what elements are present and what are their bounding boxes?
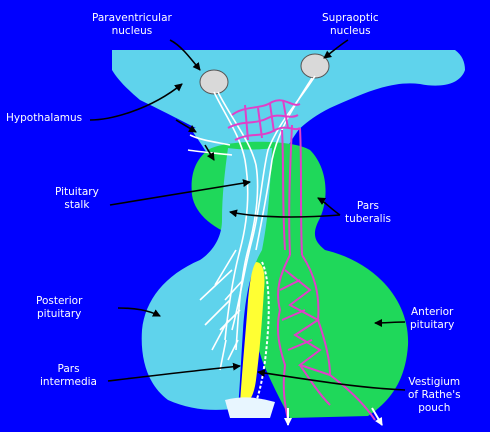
label-line: of Rathe's [408,389,461,402]
label-line: Paraventricular [92,12,172,25]
label-line: Supraoptic [322,12,379,25]
arrow-anterior [375,322,405,323]
label-line: Pars [40,363,97,376]
label-line: Pituitary [55,186,99,199]
label-pars-tuberalis: Pars tuberalis [345,200,391,226]
vestigium-region [225,397,275,418]
label-line: Pars [345,200,391,213]
label-paraventricular-nucleus: Paraventricular nucleus [92,12,172,38]
label-line: Hypothalamus [6,112,82,125]
label-line: pituitary [36,308,82,321]
label-pars-intermedia: Pars intermedia [40,363,97,389]
label-anterior-pituitary: Anterior pituitary [410,306,454,332]
label-posterior-pituitary: Posterior pituitary [36,295,82,321]
label-line: nucleus [92,25,172,38]
label-line: Anterior [410,306,454,319]
label-line: pituitary [410,319,454,332]
label-line: stalk [55,199,99,212]
label-line: tuberalis [345,213,391,226]
label-pituitary-stalk: Pituitary stalk [55,186,99,212]
label-vestigium-rathkes-pouch: Vestigium of Rathe's pouch [408,376,461,415]
paraventricular-nucleus [200,70,228,94]
label-line: Vestigium [408,376,461,389]
label-line: intermedia [40,376,97,389]
label-line: Posterior [36,295,82,308]
label-supraoptic-nucleus: Supraoptic nucleus [322,12,379,38]
label-line: pouch [408,402,461,415]
label-hypothalamus: Hypothalamus [6,112,82,125]
label-line: nucleus [322,25,379,38]
